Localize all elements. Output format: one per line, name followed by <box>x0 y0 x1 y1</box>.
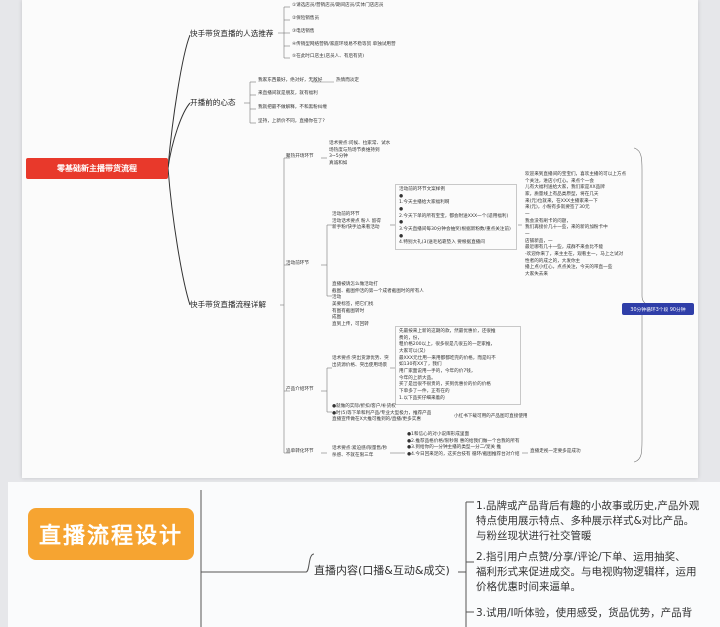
stream-content-node: 直播内容(口播&互动&成交) <box>314 564 450 577</box>
content-item-2: 2.指引用户点赞/分享/评论/下单、运用抽奖、 福利形式来促进成交。与电视购物逻… <box>476 551 697 593</box>
b1-item: ④传销型网络营销/家庭环境易不稳等贸 单独试用营 <box>292 42 396 47</box>
label-opening: 聚热开场环节 <box>286 154 314 159</box>
root-node: 零基础新主播带货流程 <box>26 158 168 179</box>
b2-item: 来直播间就是朋友，就有福利 <box>258 91 318 96</box>
product-bottom-text: ●就做的实际/折扣/客户/补货权 ●时(5)等下单和利产品/专业大型极力，推荐产… <box>332 404 432 423</box>
activity-right-text: 欢迎来到直播间的宝宝们，喜欢主播的可以上方点个关注，进店小红心。来点个一会 儿有… <box>525 172 627 277</box>
design-badge: 直播流程设计 <box>28 508 194 560</box>
product-tip: 小红书下载可用的产品图可直接使用 <box>454 414 528 419</box>
closing-right: 直播走视一定要多是成功 <box>530 449 581 454</box>
b1-item: ②保险销售员 <box>292 16 320 21</box>
mindmap-sheet-top: 零基础新主播带货流程 快手带货直播的人选推荐 ①请选店员/营销店员/期间店员/实… <box>22 0 698 478</box>
branch-talent-recommendation: 快手带货直播的人选推荐 <box>190 29 274 38</box>
closing-box: ●1和信心的对小说库形成里面 ●2.推荐品格价格/限秒限 惠的给我们做一个台我的… <box>407 432 520 457</box>
b2-item: 我就把最不做解释，不和黑粉纠缠 <box>258 105 327 110</box>
opening-desc: 话术要点:问候、拉家常、试水 场热度与热场节奏维持到 3~5分钟 真诚和如 <box>329 141 391 166</box>
closing-desc: 话术要点:紧迫感/限量售/秒 杀感、不就在限三年 <box>332 446 388 458</box>
bottom-connectors <box>200 490 474 627</box>
branch-process-detail: 快手带货直播流程详解 <box>190 300 266 309</box>
b2-item: 热情而淡定 <box>336 78 359 83</box>
label-closing: 追单转化环节 <box>286 449 314 454</box>
branch-mindset: 开播前的心态 <box>190 98 236 107</box>
label-activity: 活动前环节 <box>286 261 309 266</box>
content-item-3: 3.试用/I听体验，使用感受，货品优势，产品背 <box>476 607 693 619</box>
b1-item: ⑤在此时口店主(店员人、有后有货) <box>292 54 365 59</box>
b2-item: 我家东西最好，绝对好，无敌好 <box>258 78 323 83</box>
product-sample-box: 先最按来上新的这期的款，然最优惠价，还很推 费的，份， 粗价格200以上，很多很… <box>395 326 521 406</box>
activity-desc: 活动前的环节 活动话术要点 粉人 留得 新手粉/快手边来看活动 <box>332 212 381 231</box>
activity-sample-box: 活动前的环节文案样例 ● 1.今天主播给大家福利啊 ● 2.今天下单的所有宝宝，… <box>395 184 517 250</box>
mindmap-sheet-bottom: 直播流程设计 直播内容(口播&互动&成交) 1.品牌或产品背后有趣的小故事或历史… <box>8 482 720 627</box>
content-item-1: 1.品牌或产品背后有趣的小故事或历史,产品外观 特点使用展示特点、多种展示样式&… <box>476 500 700 542</box>
b1-item: ①请选店员/营销店员/期间店员/实体门店店员 <box>292 3 384 8</box>
product-desc: 话术要点:突出货源优势、突 出货源价格、突出使用场景 <box>332 356 389 368</box>
b1-item: ③电话销售 <box>292 29 315 34</box>
b2-item: 坚持，上新价不同，直播你在了? <box>258 119 325 124</box>
connector-lines <box>167 6 651 463</box>
label-product: 产品介绍环节 <box>286 387 314 392</box>
cycle-badge: 30分钟循环3个段 90分钟 <box>622 303 694 315</box>
activity-mid-text: 直播被请怎么做活动打 截图、截图伸活的第一个成者截图时的所有人 活动 美要标签，… <box>332 282 424 327</box>
